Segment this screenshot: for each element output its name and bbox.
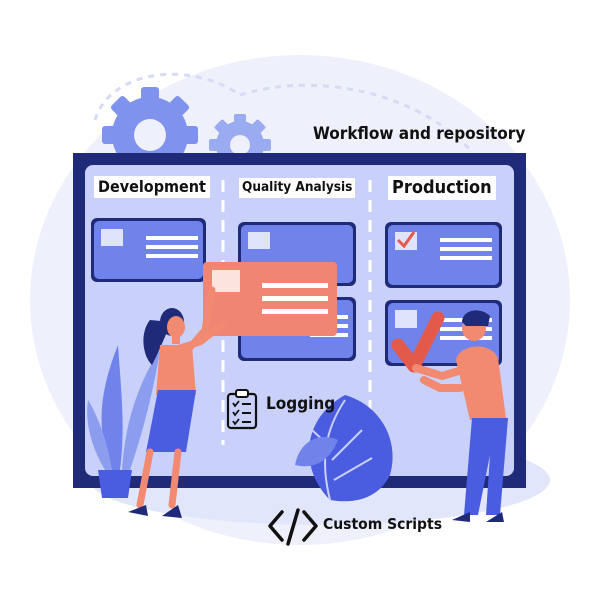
plant-right	[295, 395, 393, 502]
column-label-quality-analysis: Quality Analysis	[239, 178, 356, 198]
checkmark-icon	[396, 231, 416, 249]
task-card	[91, 218, 206, 282]
logging-label: Logging	[266, 394, 336, 414]
column-label-production: Production	[388, 176, 496, 200]
dashed-arc-top	[93, 72, 241, 121]
clipboard-checklist-icon	[226, 389, 258, 430]
column-label-development: Development	[94, 176, 210, 198]
highlight-card	[203, 262, 337, 336]
task-card	[385, 222, 502, 288]
woman-figure	[128, 286, 226, 518]
code-brackets-icon	[268, 508, 318, 546]
dashed-arc-right	[239, 83, 472, 152]
plant-left	[87, 345, 160, 498]
man-figure	[412, 310, 508, 522]
diagram-title: Workflow and repository	[313, 124, 526, 144]
custom-scripts-label: Custom Scripts	[323, 515, 443, 533]
